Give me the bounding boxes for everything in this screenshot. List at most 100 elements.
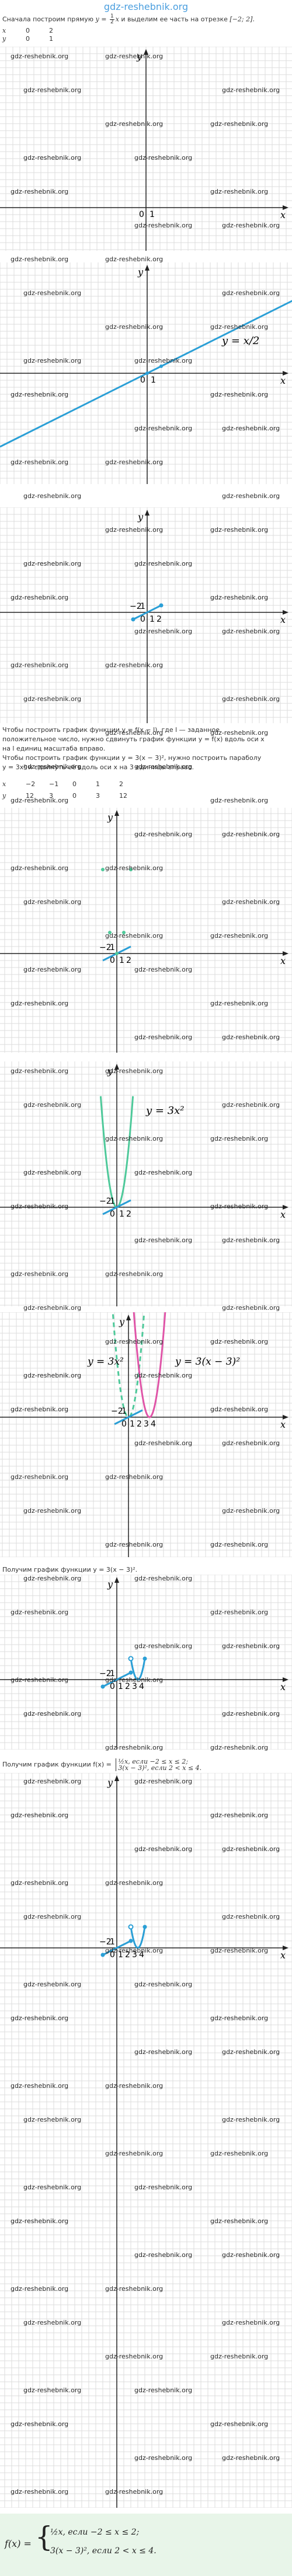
watermark: gdz-reshebnik.org <box>210 391 269 398</box>
table2-y-label: y <box>2 792 6 800</box>
watermark: gdz-reshebnik.org <box>11 2217 69 2225</box>
table2-x2: 0 <box>72 780 77 788</box>
x-axis-arrow <box>283 610 288 615</box>
segment-half-x <box>133 604 162 621</box>
watermark: gdz-reshebnik.org <box>134 1642 193 1650</box>
endpoint-right <box>142 1656 147 1661</box>
watermark: gdz-reshebnik.org <box>134 763 193 770</box>
watermark: gdz-reshebnik.org <box>134 1169 193 1176</box>
watermark: gdz-reshebnik.org <box>134 1778 193 1785</box>
x-axis-label: x <box>280 614 286 625</box>
x-axis-label: x <box>280 955 286 966</box>
open-point <box>128 1924 134 1930</box>
y-axis-arrow <box>114 1064 119 1070</box>
watermark: gdz-reshebnik.org <box>222 1845 280 1853</box>
watermark: gdz-reshebnik.org <box>222 1642 280 1650</box>
origin-label: 0 <box>110 1210 115 1219</box>
intro-interval: [−2; 2]. <box>230 15 255 23</box>
watermark: gdz-reshebnik.org <box>23 1372 82 1379</box>
watermark: gdz-reshebnik.org <box>11 188 69 195</box>
tick-label-3: 3 <box>144 1420 149 1429</box>
tick-label-2: 2 <box>126 956 131 965</box>
watermark: gdz-reshebnik.org <box>134 560 193 567</box>
tick-label-neg2: −2 <box>99 1937 112 1947</box>
watermark: gdz-reshebnik.org <box>222 1913 280 1920</box>
point-0-0 <box>145 371 149 375</box>
origin-label: 0 <box>110 1950 115 1960</box>
watermark: gdz-reshebnik.org <box>222 289 280 297</box>
watermark: gdz-reshebnik.org <box>134 425 193 432</box>
y-axis-label: y <box>107 1777 113 1788</box>
tick-label-1: 1 <box>130 1420 135 1429</box>
watermark: gdz-reshebnik.org <box>134 2184 193 2191</box>
final-case-2: 3(x − 3)², если 2 < x ≤ 4. <box>50 2546 157 2556</box>
y-axis-label: y <box>119 1316 125 1327</box>
endpoint-left <box>100 1684 105 1689</box>
watermark: gdz-reshebnik.org <box>134 1981 193 1988</box>
segment-half-x <box>102 1199 131 1215</box>
watermark: gdz-reshebnik.org <box>222 695 280 703</box>
x-axis-label: x <box>280 375 286 386</box>
watermark: gdz-reshebnik.org <box>210 1947 269 1954</box>
y-axis-arrow <box>114 1577 119 1583</box>
x-axis-label: x <box>280 1209 286 1220</box>
watermark: gdz-reshebnik.org <box>11 2285 69 2293</box>
segment-half-x <box>102 1671 131 1688</box>
table2-y0: 12 <box>26 792 34 800</box>
tick-label-y1: 1 <box>121 1407 127 1416</box>
x-axis-arrow <box>283 371 288 376</box>
watermark: gdz-reshebnik.org <box>105 2488 164 2496</box>
watermark: gdz-reshebnik.org <box>105 1676 164 1684</box>
tick-label-neg2: −2 <box>130 602 142 611</box>
watermark: gdz-reshebnik.org <box>134 2386 193 2394</box>
tick-label-2: 2 <box>126 1210 131 1219</box>
watermark: gdz-reshebnik.org <box>105 864 164 872</box>
watermark: gdz-reshebnik.org <box>105 2285 164 2293</box>
tick-label-4: 4 <box>139 1950 144 1960</box>
watermark: gdz-reshebnik.org <box>134 1439 193 1447</box>
watermark: gdz-reshebnik.org <box>210 594 269 601</box>
watermark: gdz-reshebnik.org <box>11 52 69 60</box>
watermark: gdz-reshebnik.org <box>11 391 69 398</box>
watermark: gdz-reshebnik.org <box>11 1879 69 1887</box>
watermark: gdz-reshebnik.org <box>105 255 164 263</box>
intro-x: x <box>115 15 119 23</box>
watermark: gdz-reshebnik.org <box>222 830 280 838</box>
y-axis-arrow <box>114 1775 119 1781</box>
result-case-2: 3(x − 3)², если 2 < x ≤ 4. <box>118 1764 202 1772</box>
y-axis-arrow <box>144 49 148 55</box>
open-point <box>128 1656 134 1662</box>
watermark: gdz-reshebnik.org <box>105 729 164 737</box>
watermark: gdz-reshebnik.org <box>23 1778 82 1785</box>
watermark: gdz-reshebnik.org <box>134 1575 193 1582</box>
watermark: gdz-reshebnik.org <box>210 1811 269 1819</box>
watermark: gdz-reshebnik.org <box>134 830 193 838</box>
watermark: gdz-reshebnik.org <box>11 2488 69 2496</box>
tick-label-y1: 1 <box>110 1197 115 1206</box>
watermark: gdz-reshebnik.org <box>11 1608 69 1616</box>
watermark: gdz-reshebnik.org <box>105 323 164 331</box>
watermark: gdz-reshebnik.org <box>210 323 269 331</box>
intro-text-b: и выделим ее часть на отрезке <box>121 15 228 23</box>
watermark: gdz-reshebnik.org <box>210 1744 269 1751</box>
watermark: gdz-reshebnik.org <box>210 2353 269 2360</box>
watermark: gdz-reshebnik.org <box>11 2014 69 2022</box>
watermark: gdz-reshebnik.org <box>11 1270 69 1278</box>
watermark: gdz-reshebnik.org <box>222 86 280 94</box>
site-title[interactable]: gdz-reshebnik.org <box>103 1 189 12</box>
tick-label-4: 4 <box>151 1420 156 1429</box>
y-axis-arrow <box>145 510 150 516</box>
tick-label-1: 1 <box>151 376 156 385</box>
watermark: gdz-reshebnik.org <box>134 2048 193 2056</box>
watermark: gdz-reshebnik.org <box>11 1000 69 1007</box>
watermark: gdz-reshebnik.org <box>23 763 82 770</box>
watermark: gdz-reshebnik.org <box>105 1067 164 1075</box>
point-3x2 <box>129 868 133 871</box>
watermark: gdz-reshebnik.org <box>23 357 82 365</box>
point-3x2 <box>115 952 119 955</box>
watermark: gdz-reshebnik.org <box>210 1203 269 1210</box>
tick-label-1: 1 <box>119 956 124 965</box>
watermark: gdz-reshebnik.org <box>105 458 164 466</box>
